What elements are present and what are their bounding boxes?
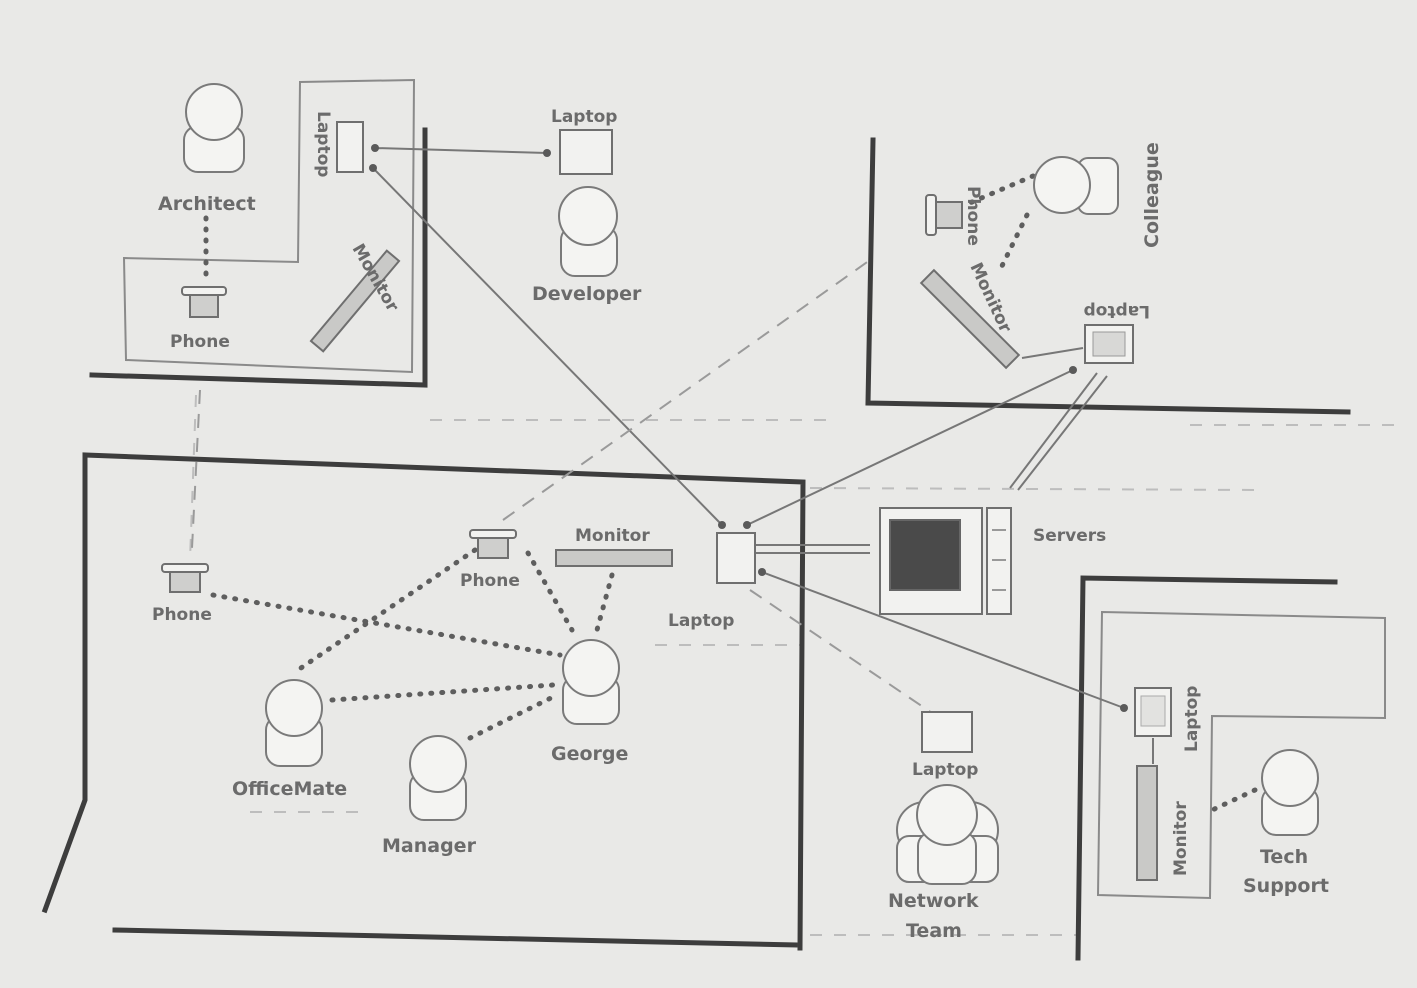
- person-colleague: [1033, 156, 1119, 215]
- person-officemate: [265, 679, 323, 767]
- laptop-george-label: Laptop: [668, 611, 734, 631]
- monitor-tech: [1136, 765, 1158, 881]
- tech-support-head: [1261, 749, 1319, 807]
- link-george-laptop-to-tech-laptop: [761, 571, 1125, 709]
- officemate-label: OfficeMate: [232, 778, 347, 800]
- person-developer: [558, 186, 618, 277]
- wall-architect-room: [89, 127, 428, 388]
- george-label: George: [551, 743, 628, 765]
- laptop-developer: [543, 129, 613, 175]
- laptop-architect: [336, 121, 379, 173]
- officemate-head: [265, 679, 323, 737]
- wall-george-room: [41, 452, 806, 951]
- phone-left: [161, 563, 209, 593]
- person-architect: [183, 83, 245, 173]
- desk-architect: [122, 78, 416, 374]
- laptop-developer-label: Laptop: [551, 107, 617, 127]
- voice-colleague-to-monitor: [997, 212, 1030, 273]
- link-servers-to-colleague-laptop-b: [1017, 375, 1108, 491]
- phone-colleague-label: Phone: [963, 186, 983, 246]
- developer-label: Developer: [532, 283, 642, 305]
- laptop-tech-label: Laptop: [1182, 686, 1202, 752]
- wall-george-room-bottom: [112, 927, 798, 948]
- manager-head: [409, 735, 467, 793]
- background-guides: [189, 394, 1400, 936]
- phone-architect: [181, 286, 227, 318]
- phone-center-label: Phone: [460, 571, 520, 591]
- tech-support-label-line1: Tech: [1260, 846, 1308, 868]
- voice-center-phone-to-officemate: [292, 547, 478, 675]
- laptop-george: [716, 521, 766, 584]
- voice-officemate-to-george: [329, 682, 556, 703]
- connections: [191, 147, 1258, 815]
- monitor-tech-label: Monitor: [1171, 801, 1191, 876]
- wall-tech-room: [1075, 575, 1338, 961]
- person-network-team: [896, 784, 999, 885]
- wireless-george-laptop-to-network-laptop: [749, 589, 936, 716]
- voice-center-phone-to-george: [525, 550, 575, 633]
- person-tech-support: [1261, 749, 1319, 836]
- voice-left-phone-to-george: [210, 592, 563, 658]
- tech-support-label-line2: Support: [1243, 875, 1329, 897]
- monitor-george: [555, 549, 673, 567]
- voice-manager-to-george: [467, 692, 560, 741]
- monitor-architect: [309, 249, 401, 353]
- architect-label: Architect: [158, 193, 256, 215]
- wireless-architect-phone-to-office: [191, 389, 201, 549]
- link-architect-laptop-to-george-laptop: [372, 167, 723, 526]
- laptop-tech: [1120, 687, 1172, 737]
- monitor-colleague: [919, 268, 1021, 370]
- architect-head: [185, 83, 243, 141]
- wireless-center-phone-to-colleague-room: [502, 259, 871, 521]
- network-team-head: [916, 784, 978, 846]
- laptop-network: [921, 711, 973, 753]
- voice-colleague-to-phone: [962, 173, 1036, 208]
- link-colleague-laptop-to-monitor: [1021, 347, 1084, 359]
- phone-center: [469, 529, 517, 559]
- link-architect-laptop-to-developer-laptop: [374, 147, 548, 154]
- phone-architect-label: Phone: [170, 332, 230, 352]
- desk-tech-support: [1096, 610, 1386, 900]
- server-screen: [889, 519, 961, 591]
- laptop-colleague-label: Laptop: [1084, 301, 1150, 321]
- george-head: [562, 639, 620, 697]
- voice-monitor-to-george: [594, 572, 615, 633]
- developer-head: [558, 186, 618, 246]
- desks: [122, 78, 1386, 900]
- person-manager: [409, 735, 467, 821]
- network-team-label-line1: Network: [888, 890, 979, 912]
- servers-label: Servers: [1033, 526, 1106, 546]
- monitor-george-label: Monitor: [575, 526, 650, 546]
- colleague-label: Colleague: [1141, 142, 1163, 248]
- voice-tech-support-to-monitor: [1205, 787, 1258, 815]
- manager-label: Manager: [382, 835, 477, 857]
- phone-left-label: Phone: [152, 605, 212, 625]
- servers: [879, 507, 1012, 615]
- laptop-architect-label: Laptop: [313, 111, 333, 177]
- wall-colleague-room: [865, 137, 1351, 415]
- link-servers-to-colleague-laptop-a: [1009, 372, 1098, 489]
- phone-colleague: [925, 194, 963, 236]
- walls: [41, 127, 1351, 961]
- link-george-laptop-to-colleague-laptop: [746, 369, 1074, 526]
- network-team-label-line2: Team: [906, 920, 962, 942]
- laptop-colleague: [1069, 324, 1134, 374]
- laptop-network-label: Laptop: [912, 760, 978, 780]
- person-george: [562, 639, 620, 725]
- colleague-head: [1033, 156, 1091, 214]
